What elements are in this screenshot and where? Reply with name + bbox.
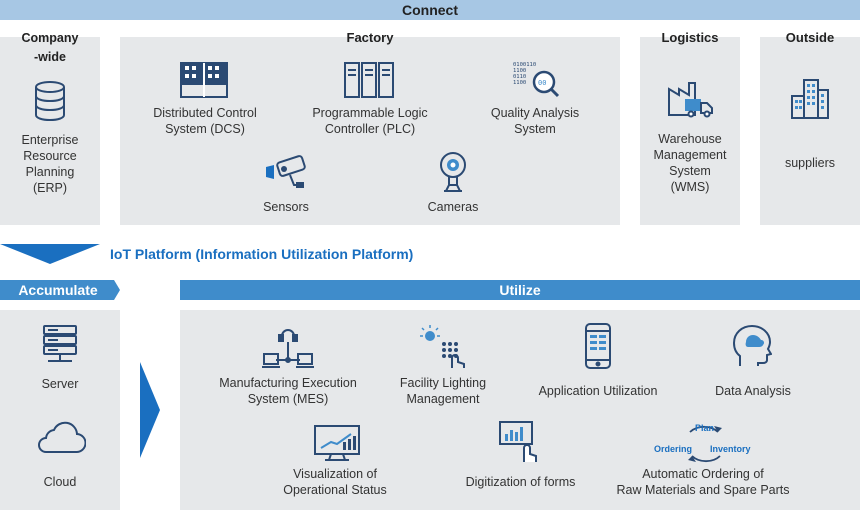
quality-label: Quality Analysis System (490, 106, 580, 136)
factory-header: Factory (346, 30, 394, 45)
light-keypad-icon (418, 322, 468, 370)
plc-label: Programmable Logic Controller (PLC) (312, 106, 428, 136)
control-panel-icon (180, 62, 228, 98)
smartphone-icon (584, 322, 612, 370)
connect-title: Connect (402, 2, 458, 18)
buildings-icon (790, 78, 830, 120)
right-arrow-icon (140, 362, 162, 463)
cycle-plan-label: Plan (695, 423, 715, 433)
server-icon (42, 324, 78, 364)
cycle-ordering-label: Ordering (654, 444, 693, 454)
cloud-label: Cloud (43, 475, 77, 489)
data-analysis-label: Data Analysis (715, 384, 791, 398)
dcs-label: Distributed Control System (DCS) (153, 106, 257, 136)
app-label: Application Utilization (538, 384, 658, 398)
utilize-panel: Manufacturing Execution System (MES) Fac… (180, 310, 860, 510)
mes-label: Manufacturing Execution System (MES) (219, 376, 357, 406)
svg-text:0110: 0110 (513, 74, 526, 80)
database-icon (33, 81, 67, 121)
down-chevron-icon (0, 244, 100, 271)
company-panel: Company -wide Enterprise Resource Planni… (0, 31, 100, 225)
logistics-panel: Logistics Warehouse Management System (W… (640, 30, 740, 225)
accumulate-band (0, 280, 121, 305)
factory-panel: Factory Distributed Control System (DCS)… (120, 30, 620, 225)
cycle-inventory-label: Inventory (710, 444, 751, 454)
touch-chart-icon (498, 420, 540, 464)
cycle-icon (650, 420, 760, 473)
lighting-label: Facility Lighting Management (399, 376, 487, 406)
platform-title: IoT Platform (Information Utilization Pl… (110, 246, 414, 262)
accumulate-title: Accumulate (18, 282, 98, 298)
svg-text:1100: 1100 (513, 80, 526, 86)
svg-text:0100110: 0100110 (513, 62, 536, 68)
network-computers-icon (262, 326, 314, 370)
server-rack-icon (344, 62, 394, 98)
svg-text:1100: 1100 (513, 68, 526, 74)
cloud-icon (34, 420, 86, 456)
svg-text:00: 00 (538, 79, 546, 87)
visualization-label: Visualization of Operational Status (283, 467, 387, 497)
utilize-band: Utilize (180, 280, 860, 300)
logistics-header: Logistics (661, 30, 719, 45)
webcam-icon (438, 151, 468, 193)
erp-label: Enterprise Resource Planning (ERP) (21, 133, 79, 195)
digitization-label: Digitization of forms (465, 475, 576, 489)
cameras-label: Cameras (427, 200, 479, 214)
server-label: Server (41, 377, 79, 391)
warehouse-truck-icon (667, 77, 715, 119)
suppliers-label: suppliers (784, 156, 836, 170)
outside-header: Outside (785, 30, 835, 45)
sensors-label: Sensors (263, 200, 309, 214)
ordering-label: Automatic Ordering of Raw Materials and … (616, 467, 790, 497)
sensor-icon (264, 155, 310, 191)
accumulate-panel: Server Cloud (0, 310, 120, 510)
wms-label: Warehouse Management System (WMS) (653, 132, 727, 194)
outside-panel: Outside suppliers (760, 30, 860, 225)
company-header: Company -wide (21, 31, 79, 64)
connect-band: Connect (0, 0, 860, 20)
monitor-chart-icon (313, 424, 361, 462)
utilize-title: Utilize (499, 282, 541, 298)
head-brain-icon (732, 324, 772, 368)
